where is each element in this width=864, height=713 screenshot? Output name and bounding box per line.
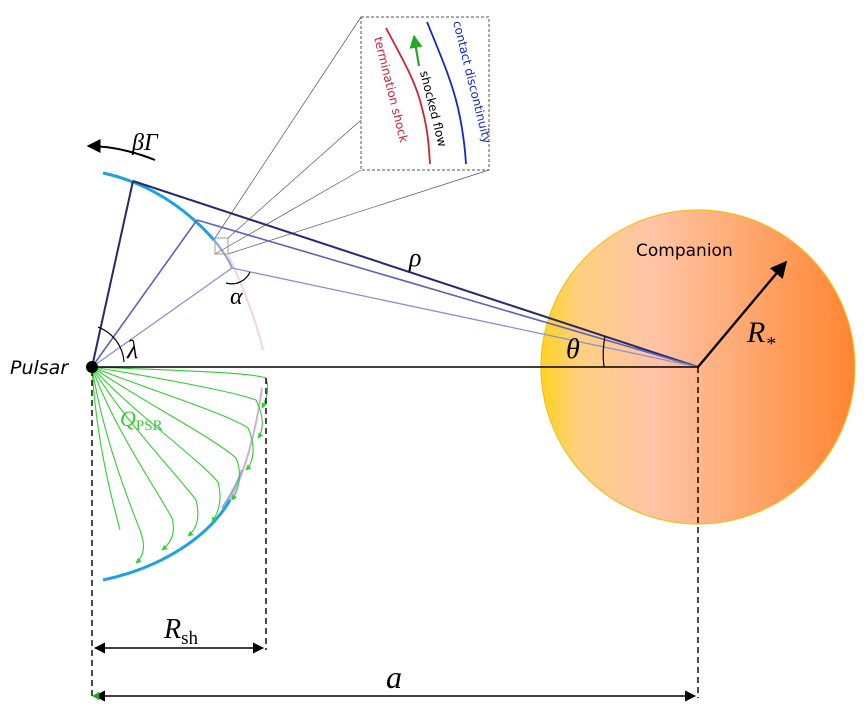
lower-bow-shock <box>102 499 232 582</box>
shock-faint-tail <box>227 253 264 351</box>
pulsar-wind-lines <box>91 366 269 564</box>
ray-mid <box>196 219 699 368</box>
inset-source-box <box>214 237 229 255</box>
inset-zoom-lines <box>214 16 490 255</box>
inset-box <box>360 16 490 171</box>
pulsar-dot <box>86 361 98 373</box>
r-sh-main: R <box>163 614 181 645</box>
r-star-arrow <box>697 260 788 368</box>
shocked-flow-arrow <box>409 34 423 67</box>
termination-shock-curve <box>385 27 431 165</box>
beta-gamma-arrow <box>86 139 156 161</box>
a-dimension-green-tip <box>92 692 99 700</box>
upper-bow-shock <box>102 171 216 241</box>
r-sh-subscript: sh <box>181 628 198 649</box>
q-psr-subscript: PSR <box>136 418 163 434</box>
ray-rho <box>132 180 699 368</box>
pulsar-label: Pulsar <box>10 357 69 379</box>
pulsar-ray-rho <box>91 180 134 368</box>
r-star-main: R <box>746 316 765 349</box>
pulsar-ray-light <box>91 267 233 368</box>
lower-bow-shock-faint <box>229 387 263 501</box>
alpha-arc <box>225 271 251 285</box>
r-star-subscript: * <box>765 333 775 355</box>
upper-bow-shock-lower <box>213 239 233 269</box>
alpha-label: α <box>230 284 243 310</box>
dimension-guides <box>91 367 699 698</box>
contact-discontinuity-curve <box>426 21 467 165</box>
theta-arc <box>602 335 606 368</box>
r-star-label: R* <box>746 316 775 355</box>
lambda-label: λ <box>126 335 138 364</box>
theta-label: θ <box>566 334 580 365</box>
rho-label: ρ <box>408 243 421 272</box>
r-sh-label: Rsh <box>163 614 199 649</box>
a-label: a <box>386 659 402 695</box>
pulsar-ray-mid <box>91 219 198 368</box>
companion-label: Companion <box>636 241 733 261</box>
beta-gamma-label: βΓ <box>131 130 159 156</box>
lower-bow-shock-mid <box>221 469 243 509</box>
lambda-arc <box>97 326 125 363</box>
q-psr-main: Q <box>120 406 136 431</box>
q-psr-label: QPSR <box>120 406 163 434</box>
ray-light <box>231 267 699 368</box>
